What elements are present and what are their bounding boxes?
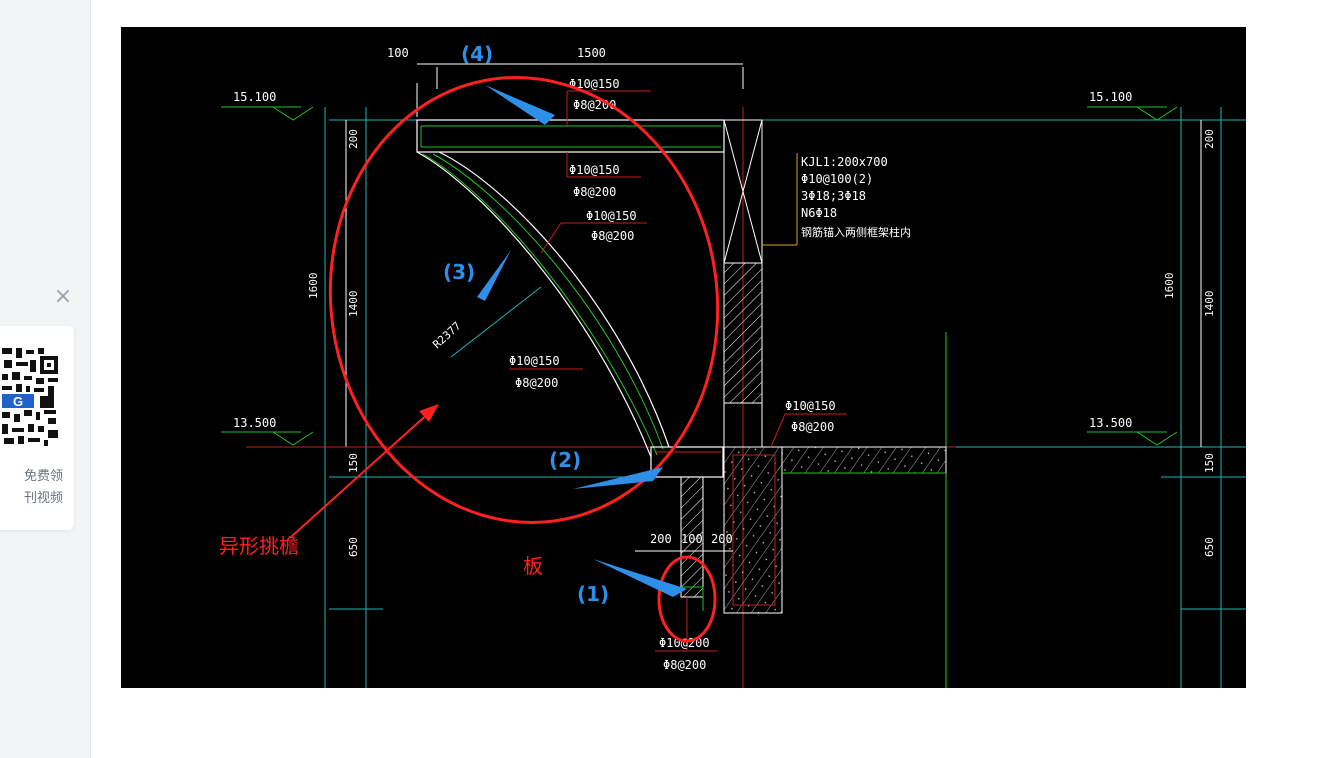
label-slab: 板 bbox=[523, 554, 543, 578]
svg-text:G: G bbox=[13, 394, 23, 409]
rebar-bottom-b: Φ8@200 bbox=[663, 658, 706, 672]
dim-left-200: 200 bbox=[347, 129, 360, 149]
promo-card[interactable]: G 免费领 刊视频 bbox=[0, 326, 74, 530]
promo-line-2: 刊视频 bbox=[24, 491, 64, 506]
label-eave: 异形挑檐 bbox=[219, 534, 299, 558]
qr-code-image: G bbox=[0, 340, 62, 450]
promo-text: 免费领 刊视频 bbox=[0, 466, 74, 510]
dim-left-1400: 1400 bbox=[347, 291, 360, 318]
elevation-mid-right: 13.500 bbox=[1089, 416, 1132, 430]
rebar-top-a: Φ10@150 bbox=[569, 77, 620, 91]
rebar-mid-a: Φ10@150 bbox=[569, 163, 620, 177]
rebar-mid-b: Φ8@200 bbox=[573, 185, 616, 199]
rebar-mid2-b: Φ8@200 bbox=[591, 229, 634, 243]
rebar-curve-b: Φ8@200 bbox=[515, 376, 558, 390]
marker-2: (2) bbox=[549, 448, 581, 472]
left-sidebar: × bbox=[0, 0, 91, 758]
marker-3: (3) bbox=[443, 260, 475, 284]
annotations: (4) (3) (2) (1) 异形挑檐 板 bbox=[219, 42, 720, 643]
dim-right-1600: 1600 bbox=[1163, 273, 1176, 300]
highlight-ellipse-eave bbox=[328, 76, 720, 524]
radius-label: R2377 bbox=[430, 319, 463, 351]
dim-left-650: 650 bbox=[347, 537, 360, 557]
beam-note-line5: 钢筋锚入两侧框架柱内 bbox=[801, 225, 911, 239]
dim-bottom-b: 100 bbox=[681, 532, 703, 546]
dimensions: 100 1500 200 100 200 200 1600 1400 150 6… bbox=[307, 46, 1216, 557]
beam-note-line1: KJL1:200x700 bbox=[801, 155, 888, 169]
elevation-top-right: 15.100 bbox=[1089, 90, 1132, 104]
rebar-mid2-a: Φ10@150 bbox=[586, 209, 637, 223]
dim-right-200: 200 bbox=[1203, 129, 1216, 149]
dim-top-100: 100 bbox=[387, 46, 409, 60]
rebar-right-a: Φ10@150 bbox=[785, 399, 836, 413]
arrow-4 bbox=[485, 85, 555, 125]
arrow-2 bbox=[573, 467, 663, 489]
cad-drawing: 15.100 15.100 13.500 13.500 bbox=[121, 27, 1246, 688]
dim-left-150: 150 bbox=[347, 453, 360, 473]
elevation-top-left: 15.100 bbox=[233, 90, 276, 104]
beam-note-line4: N6Φ18 bbox=[801, 206, 837, 220]
dim-right-650: 650 bbox=[1203, 537, 1216, 557]
beam-note: KJL1:200x700 Φ10@100(2) 3Φ18;3Φ18 N6Φ18 … bbox=[762, 153, 911, 246]
promo-line-1: 免费领 bbox=[24, 469, 64, 484]
beam-note-line2: Φ10@100(2) bbox=[801, 172, 873, 186]
marker-1: (1) bbox=[577, 582, 609, 606]
dim-bottom-c: 200 bbox=[711, 532, 733, 546]
highlight-ellipse-slab bbox=[657, 555, 717, 643]
dim-bottom-a: 200 bbox=[650, 532, 672, 546]
arrow-1 bbox=[593, 559, 687, 597]
dim-top-1500: 1500 bbox=[577, 46, 606, 60]
rebar-labels: Φ10@150 Φ8@200 Φ10@150 Φ8@200 Φ10@150 Φ8… bbox=[509, 77, 847, 672]
elevation-mid-left: 13.500 bbox=[233, 416, 276, 430]
beam-note-line3: 3Φ18;3Φ18 bbox=[801, 189, 866, 203]
marker-4: (4) bbox=[461, 42, 493, 66]
rebar-right-b: Φ8@200 bbox=[791, 420, 834, 434]
cad-drawing-svg: 15.100 15.100 13.500 13.500 bbox=[219, 42, 1246, 688]
rebar-bottom-a: Φ10@200 bbox=[659, 636, 710, 650]
dim-right-150: 150 bbox=[1203, 453, 1216, 473]
dim-right-1400: 1400 bbox=[1203, 291, 1216, 318]
canopy-structure bbox=[416, 119, 947, 614]
rebar-curve-a: Φ10@150 bbox=[509, 354, 560, 368]
dim-left-1600: 1600 bbox=[307, 273, 320, 300]
elevation-markers: 15.100 15.100 13.500 13.500 bbox=[221, 90, 1178, 446]
arrow-3 bbox=[477, 250, 511, 301]
close-icon[interactable]: × bbox=[53, 284, 73, 309]
